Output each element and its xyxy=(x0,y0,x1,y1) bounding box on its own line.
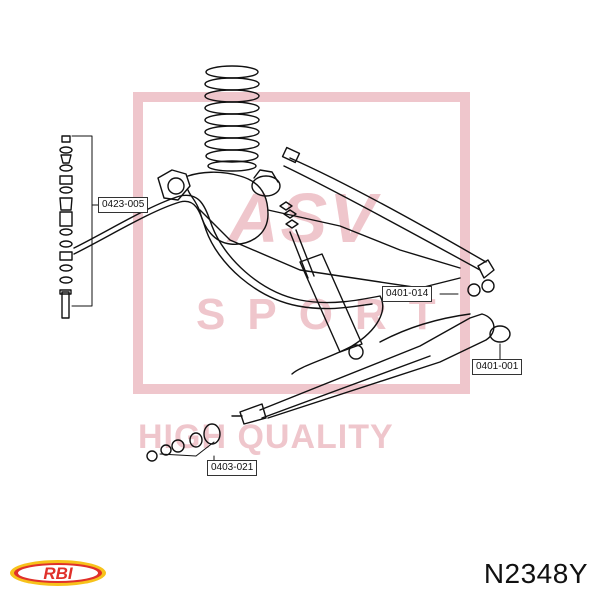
rbi-logo: RBI xyxy=(10,560,106,586)
stack-leader xyxy=(71,135,99,307)
watermark-tagline: HIGH QUALITY xyxy=(138,418,394,456)
callout-0403-021: 0403-021 xyxy=(207,460,258,476)
part-number: N2348Y xyxy=(483,558,588,589)
coil-spring xyxy=(204,65,260,172)
stabilizer-link-stack xyxy=(59,135,73,319)
callout-0401-001: 0401-001 xyxy=(472,359,523,375)
lateral-rod xyxy=(281,146,495,297)
trailing-arm xyxy=(231,313,511,425)
rbi-logo-text: RBI xyxy=(43,564,74,583)
callout-0423-005: 0423-005 xyxy=(98,197,149,213)
shock-absorber xyxy=(279,201,364,360)
callout-0401-014: 0401-014 xyxy=(382,286,433,302)
axle-housing xyxy=(157,169,461,289)
